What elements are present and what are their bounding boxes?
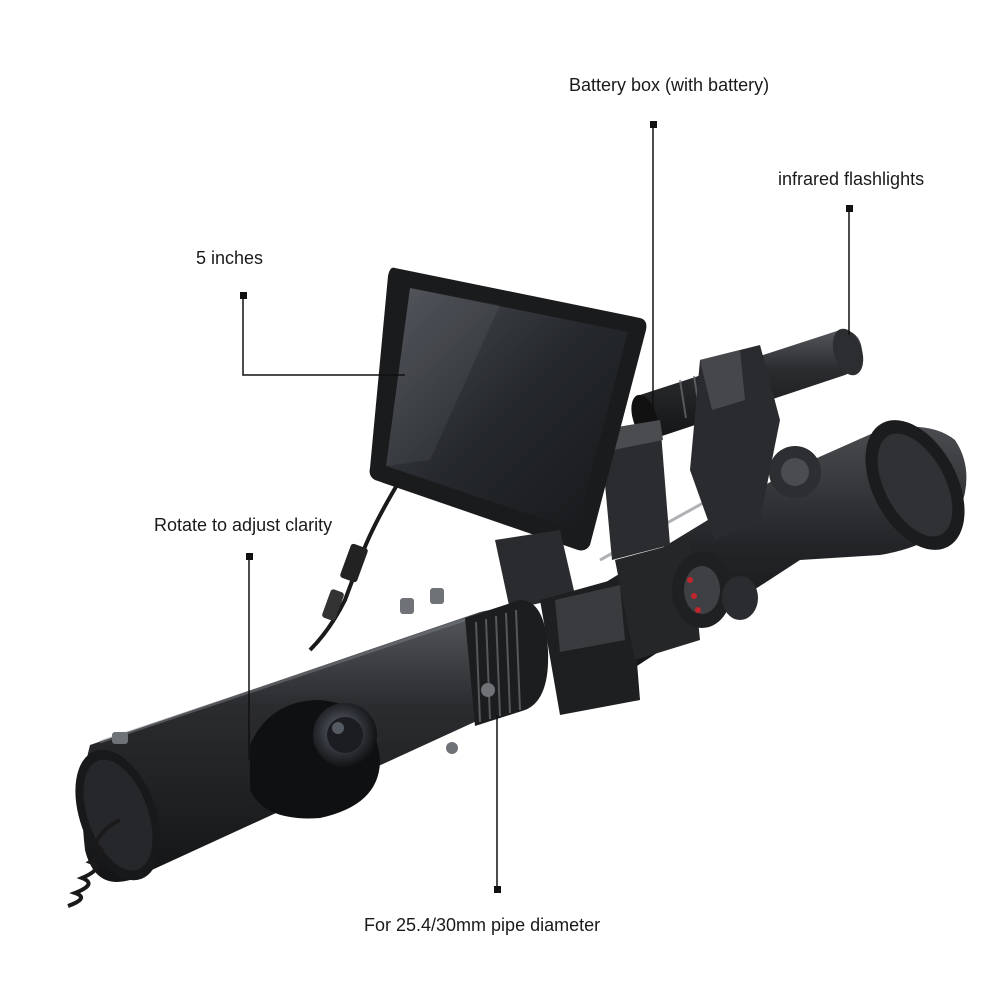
- callout-battery-box: Battery box (with battery): [569, 75, 770, 95]
- thumb-screws: [112, 588, 495, 754]
- turret-dials: [672, 552, 758, 628]
- callout-pipe-diameter: For 25.4/30mm pipe diameter: [364, 915, 601, 935]
- callout-markers: [240, 121, 853, 893]
- coiled-cord: [67, 818, 121, 908]
- lcd-monitor: [369, 267, 647, 551]
- callout-screen-size: 5 inches: [196, 248, 264, 268]
- tube-window: [250, 700, 380, 819]
- focus-ring: [465, 600, 549, 726]
- callout-infrared-flashlights: infrared flashlights: [778, 169, 925, 189]
- video-cable: [308, 478, 402, 652]
- callout-leaders: [242, 125, 850, 890]
- scope-rings: [495, 530, 700, 715]
- flashlight-mount: [690, 345, 821, 540]
- callout-rotate-clarity: Rotate to adjust clarity: [154, 515, 333, 535]
